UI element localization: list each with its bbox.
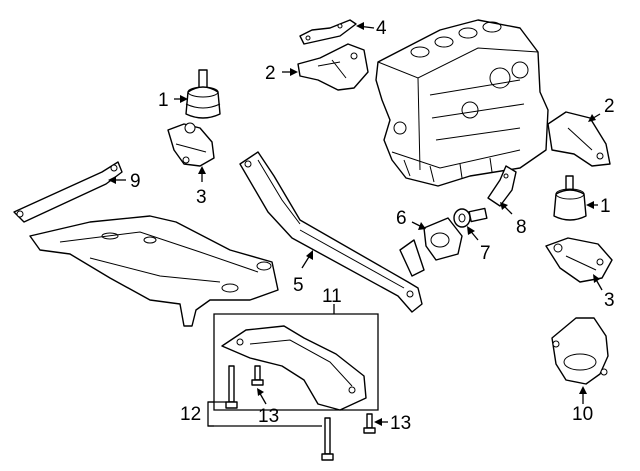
- part-4-bracket: [299, 19, 357, 45]
- part-2-bracket-right: [547, 111, 611, 167]
- callout-1-right: 1: [600, 196, 611, 217]
- callout-13-b: 13: [390, 413, 411, 434]
- part-12-bolts: [225, 365, 334, 461]
- part-6-bushing-mount: [423, 217, 463, 261]
- callout-5: 5: [293, 275, 304, 296]
- part-13-bolts: [251, 365, 376, 434]
- part-3-bracket-left: [167, 122, 215, 167]
- callout-12: 12: [180, 404, 201, 425]
- part-2-bracket-left: [297, 43, 369, 91]
- engine-block: [375, 19, 549, 187]
- callout-8: 8: [516, 217, 527, 238]
- part-11-callout-box: [213, 313, 379, 411]
- callout-11: 11: [322, 286, 342, 307]
- part-7-bushing: [453, 207, 488, 228]
- callout-3-left: 3: [196, 187, 207, 208]
- callout-9: 9: [130, 171, 141, 192]
- part-8-bracket: [487, 165, 517, 207]
- callout-10: 10: [572, 404, 593, 425]
- part-10-mount: [551, 317, 609, 385]
- part-1-mount-right: [553, 175, 587, 221]
- callout-6: 6: [396, 208, 407, 229]
- part-11-crossmember: [221, 325, 367, 411]
- callout-2-left: 2: [265, 63, 276, 84]
- callout-numbers: 1 2 3 4 5 6 7 8 9 11 12 13 13 2 1 3 10: [130, 18, 615, 434]
- callout-3-right: 3: [604, 290, 615, 311]
- part-1-mount-left: [185, 69, 221, 119]
- callout-1-left: 1: [158, 90, 169, 111]
- callout-4: 4: [376, 18, 387, 39]
- leader-lines: [108, 22, 603, 427]
- callout-7: 7: [480, 243, 491, 264]
- part-3-bracket-right: [545, 237, 613, 283]
- part-5-rail: [239, 151, 425, 313]
- callout-2-right: 2: [604, 96, 615, 117]
- part-9-strap: [13, 161, 123, 223]
- callout-13-a: 13: [258, 406, 279, 427]
- subframe: [29, 215, 279, 327]
